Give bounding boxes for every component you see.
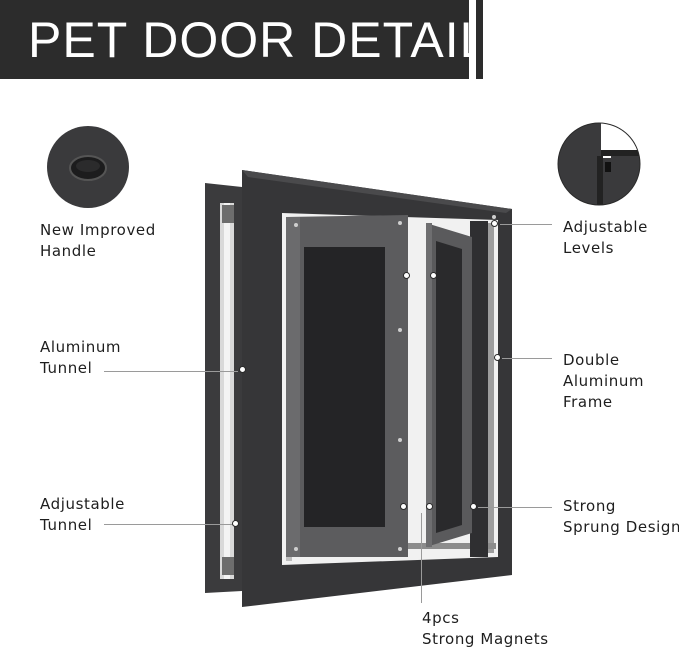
marker-magnet-3 <box>400 503 407 510</box>
title-accent-bar <box>476 0 483 79</box>
marker-magnet-2 <box>430 272 437 279</box>
leader-sprung-design <box>478 507 552 508</box>
marker-magnet-4 <box>426 503 433 510</box>
marker-double-frame <box>494 354 501 361</box>
marker-magnet-1 <box>403 272 410 279</box>
leader-aluminum-tunnel <box>104 371 238 372</box>
marker-adjustable-levels <box>491 220 498 227</box>
title-banner: PET DOOR DETAIL <box>0 0 487 79</box>
marker-sprung-design <box>470 503 477 510</box>
marker-aluminum-tunnel <box>239 366 246 373</box>
leader-adjustable-tunnel <box>104 524 234 525</box>
pet-door-illustration <box>200 165 520 610</box>
marker-adjustable-tunnel <box>232 520 239 527</box>
leader-adjustable-levels <box>500 224 552 225</box>
handle-detail-icon <box>46 125 130 209</box>
leader-double-frame <box>502 358 552 359</box>
frame-corner-icon <box>557 122 641 206</box>
leader-magnets <box>421 513 422 603</box>
page-title: PET DOOR DETAIL <box>28 12 489 68</box>
